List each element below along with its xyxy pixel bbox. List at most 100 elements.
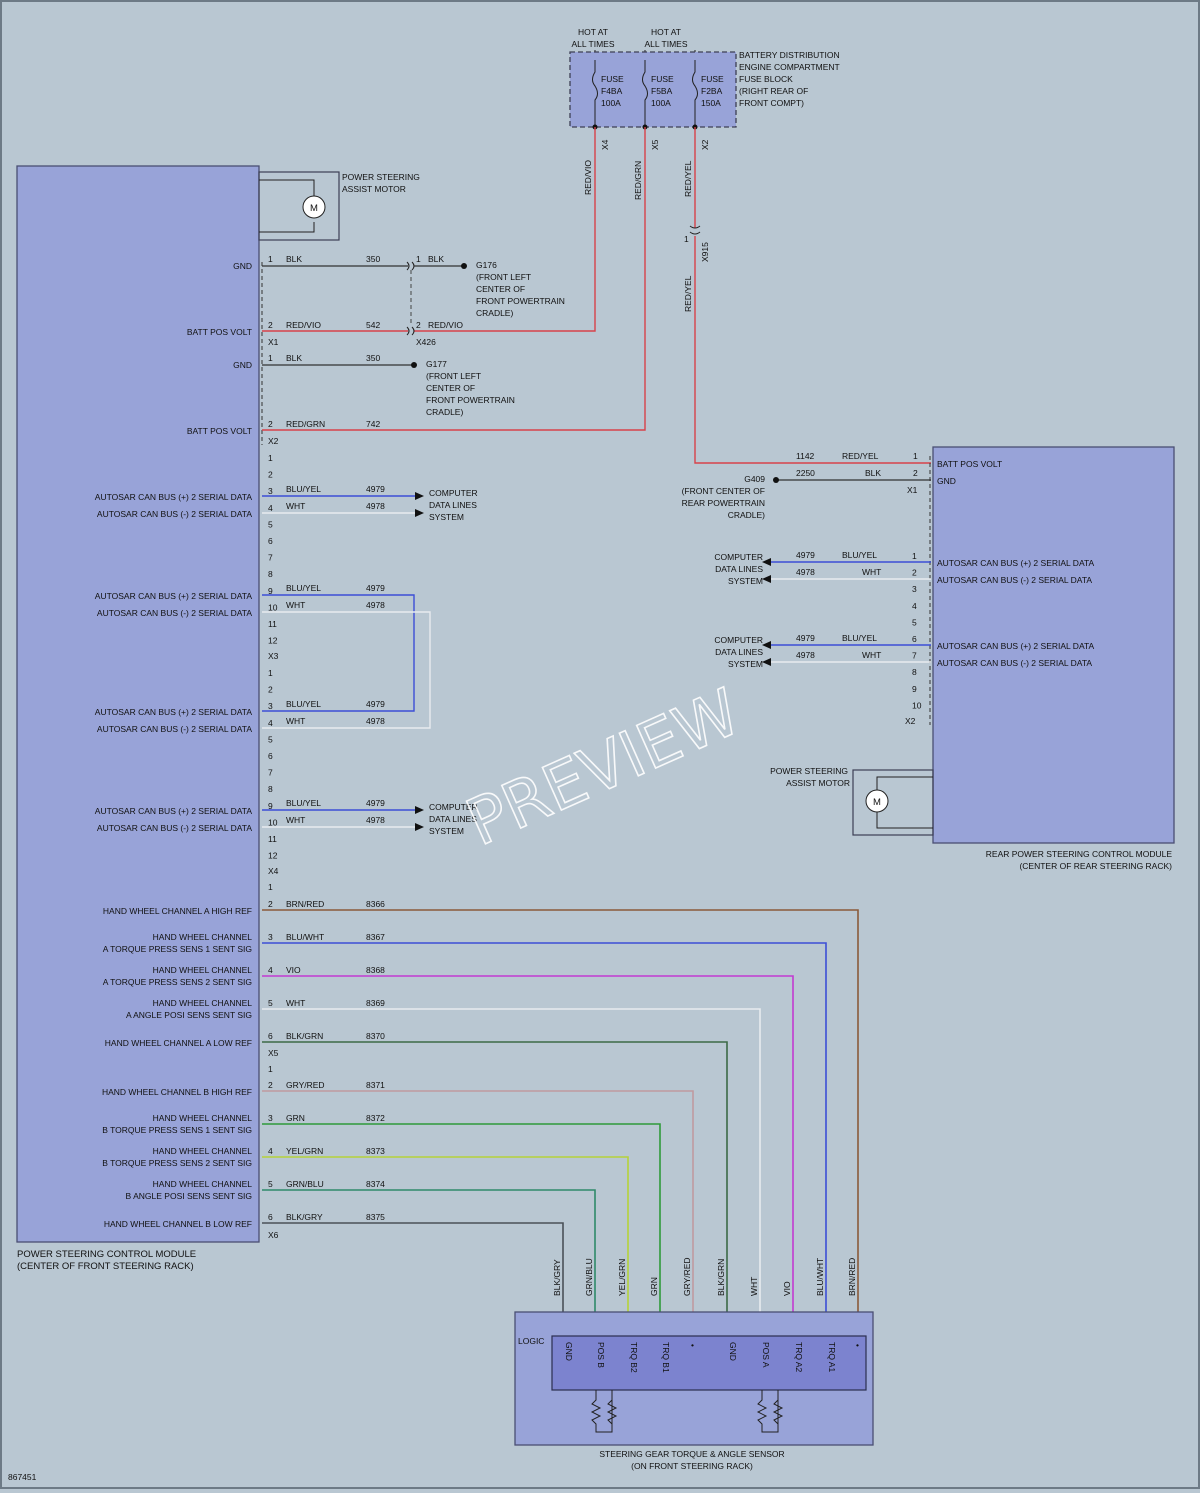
fuse-symbol	[592, 60, 598, 126]
pin-number: 7	[268, 768, 273, 778]
pin-number: 8	[268, 784, 273, 794]
hand-wheel-pin: 2	[268, 1080, 273, 1090]
hand-wheel-wire-color-vertical: BRN/RED	[847, 1258, 857, 1296]
arrow-icon	[415, 492, 424, 500]
hand-wheel-wire	[262, 909, 859, 1336]
rear-pin-label-can-pos: AUTOSAR CAN BUS (+) 2 SERIAL DATA	[937, 558, 1095, 568]
pin-number: 1	[268, 453, 273, 463]
wire-color: WHT	[286, 815, 305, 825]
circuit-number: 1142	[796, 451, 815, 461]
g177-label-3: CENTER OF	[426, 383, 475, 393]
rear-connector-x1: X1	[907, 485, 918, 495]
pin-label-gnd-2: GND	[233, 360, 252, 370]
wire-bluyel-loop	[262, 594, 415, 712]
pin-1: 1	[268, 254, 273, 264]
cds-label-2: DATA LINES	[715, 564, 763, 574]
sensor-resistors	[590, 1390, 784, 1433]
fuse-f5ba: FUSE F5BA 100A	[642, 60, 674, 126]
hand-wheel-wire	[262, 1222, 564, 1336]
pin-number: 4	[268, 503, 273, 513]
front-motor-label-1: POWER STEERING	[342, 172, 420, 182]
fuse-id: F5BA	[651, 86, 673, 96]
g177-label-2: (FRONT LEFT	[426, 371, 481, 381]
sensor-pin-label: GND	[564, 1342, 574, 1361]
wire-color: BLU/YEL	[842, 633, 877, 643]
fuse-id: F2BA	[701, 86, 723, 96]
fuse-f4ba: FUSE F4BA 100A	[592, 60, 624, 126]
wire-color: WHT	[286, 716, 305, 726]
hand-wheel-label: B ANGLE POSI SENS SENT SIG	[126, 1191, 252, 1201]
fuse-block-box	[569, 51, 737, 128]
pin-label-can-pos-x2: AUTOSAR CAN BUS (+) 2 SERIAL DATA	[95, 492, 253, 502]
ground-icon	[461, 263, 467, 269]
rear-pin-label-can-neg: AUTOSAR CAN BUS (-) 2 SERIAL DATA	[937, 575, 1092, 585]
hand-wheel-wire-color: VIO	[286, 965, 301, 975]
front-motor-glyph: M	[310, 203, 318, 214]
inline-connector-icon	[689, 225, 701, 235]
circuit-number: 542	[366, 320, 380, 330]
pin-number: 2	[268, 470, 273, 480]
wire-color: WHT	[862, 650, 881, 660]
sensor-logic-label: LOGIC	[518, 1336, 544, 1346]
sensor-pin-label: GND	[728, 1342, 738, 1361]
wire-wht-loop	[262, 611, 431, 729]
hand-wheel-wire-color: GRN	[286, 1113, 305, 1123]
rear-connector-x2: X2	[905, 716, 916, 726]
wire-color: RED/YEL	[842, 451, 879, 461]
pin-2: 2	[268, 320, 273, 330]
g176-label-4: FRONT POWERTRAIN	[476, 296, 565, 306]
hand-wheel-pin: 5	[268, 1179, 273, 1189]
rear-motor-leads	[876, 776, 933, 829]
connector-x6: X6	[268, 1230, 279, 1240]
sensor-pin-label: TRQ B1	[661, 1342, 671, 1373]
hand-wheel-circuit: 8374	[366, 1179, 385, 1189]
watermark: PREVIEW	[456, 675, 751, 861]
g177-label-4: FRONT POWERTRAIN	[426, 395, 515, 405]
front-module-title-2: (CENTER OF FRONT STEERING RACK)	[17, 1261, 194, 1272]
hand-wheel-pin: 4	[268, 965, 273, 975]
circuit-number: 4978	[796, 567, 815, 577]
arrow-icon	[415, 509, 424, 517]
sensor-pin-label: TRQ A2	[794, 1342, 804, 1373]
cds-label-3: SYSTEM	[728, 576, 763, 586]
hand-wheel-wire-color: WHT	[286, 998, 305, 1008]
hand-wheel-wire	[262, 1156, 629, 1336]
wire-color-vertical: RED/YEL	[683, 275, 693, 312]
arrow-icon	[762, 641, 771, 649]
fuse-block-title-4: (RIGHT REAR OF	[739, 86, 808, 96]
pin-number: 1	[268, 668, 273, 678]
g176-label-1: G176	[476, 260, 497, 270]
rear-pin-label-batt: BATT POS VOLT	[937, 459, 1002, 469]
rear-motor-label-1: POWER STEERING	[770, 766, 848, 776]
connector-x426: X426	[416, 337, 436, 347]
pin-number: 10	[268, 602, 278, 612]
pin-2: 2	[913, 468, 918, 478]
pin-number: 11	[268, 619, 277, 629]
hand-wheel-pin: 4	[268, 1146, 273, 1156]
arrow-icon	[762, 658, 771, 666]
hand-wheel-circuit: 8371	[366, 1080, 385, 1090]
ground-icon	[411, 362, 417, 368]
wire-color: BLU/YEL	[286, 798, 321, 808]
pin-label-can-neg-x2: AUTOSAR CAN BUS (-) 2 SERIAL DATA	[97, 509, 252, 519]
pin-1: 1	[913, 451, 918, 461]
hand-wheel-label: HAND WHEEL CHANNEL	[153, 965, 253, 975]
cds-label-3: SYSTEM	[429, 512, 464, 522]
g177-label-5: CRADLE)	[426, 407, 463, 417]
rear-pin-number: 2	[912, 568, 917, 578]
hand-wheel-wire	[262, 975, 794, 1336]
hand-wheel-circuit: 8367	[366, 932, 385, 942]
pin-number: 8	[268, 569, 273, 579]
circuit-number: 4978	[796, 650, 815, 660]
hand-wheel-wire-color: GRN/BLU	[286, 1179, 324, 1189]
hand-wheel-pin: 5	[268, 998, 273, 1008]
fuse-block-title-5: FRONT COMPT)	[739, 98, 804, 108]
sensor-pin-dot: •	[691, 1340, 694, 1350]
wire-color: RED/VIO	[428, 320, 463, 330]
pin-number: 1	[268, 1064, 273, 1074]
pin-label-can-neg-x4: AUTOSAR CAN BUS (-) 2 SERIAL DATA	[97, 823, 252, 833]
pin-label-can-pos-x3b: AUTOSAR CAN BUS (+) 2 SERIAL DATA	[95, 707, 253, 717]
hand-wheel-circuit: 8372	[366, 1113, 385, 1123]
hand-wheel-circuit: 8366	[366, 899, 385, 909]
